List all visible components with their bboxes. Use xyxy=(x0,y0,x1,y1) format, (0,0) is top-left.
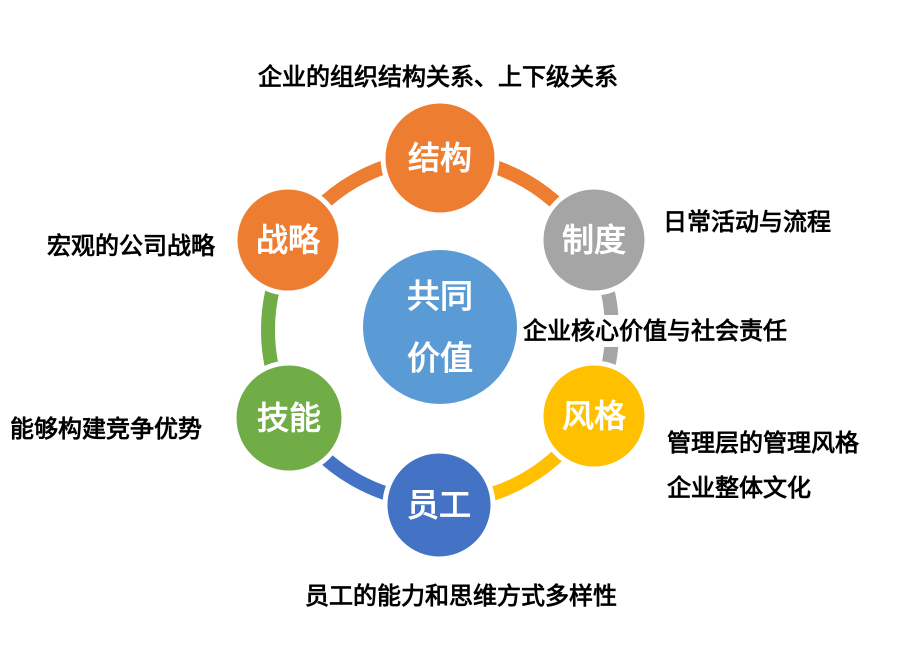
node-label-style: 风格 xyxy=(562,397,627,435)
annotation-system: 日常活动与流程 xyxy=(663,208,831,236)
annotation-shared-values: 企业核心价值与社会责任 xyxy=(523,315,787,347)
center-label-line1: 共同 xyxy=(407,277,473,316)
annotation-skill: 能够构建竞争优势 xyxy=(10,415,202,443)
annotation-structure: 企业的组织结构关系、上下级关系 xyxy=(258,63,618,91)
node-label-staff: 员工 xyxy=(407,486,471,524)
node-circle-skill xyxy=(231,360,347,476)
annotation-staff: 员工的能力和思维方式多样性 xyxy=(305,582,617,610)
annotation-style-line2: 企业整体文化 xyxy=(667,474,811,502)
node-circle-strategy xyxy=(232,184,344,296)
center-label-line2: 价值 xyxy=(407,339,473,378)
node-circle-style xyxy=(538,360,650,472)
node-label-strategy: 战略 xyxy=(256,221,321,259)
node-circle-staff xyxy=(382,448,496,562)
node-label-structure: 结构 xyxy=(408,139,472,177)
annotation-strategy: 宏观的公司战略 xyxy=(47,232,215,260)
annotation-style-line1: 管理层的管理风格 xyxy=(667,429,859,457)
node-label-system: 制度 xyxy=(562,221,626,259)
node-circle-system xyxy=(538,184,650,296)
node-circle-structure xyxy=(380,98,500,218)
node-circle-shared-values xyxy=(363,250,517,404)
node-label-skill: 技能 xyxy=(257,399,321,437)
